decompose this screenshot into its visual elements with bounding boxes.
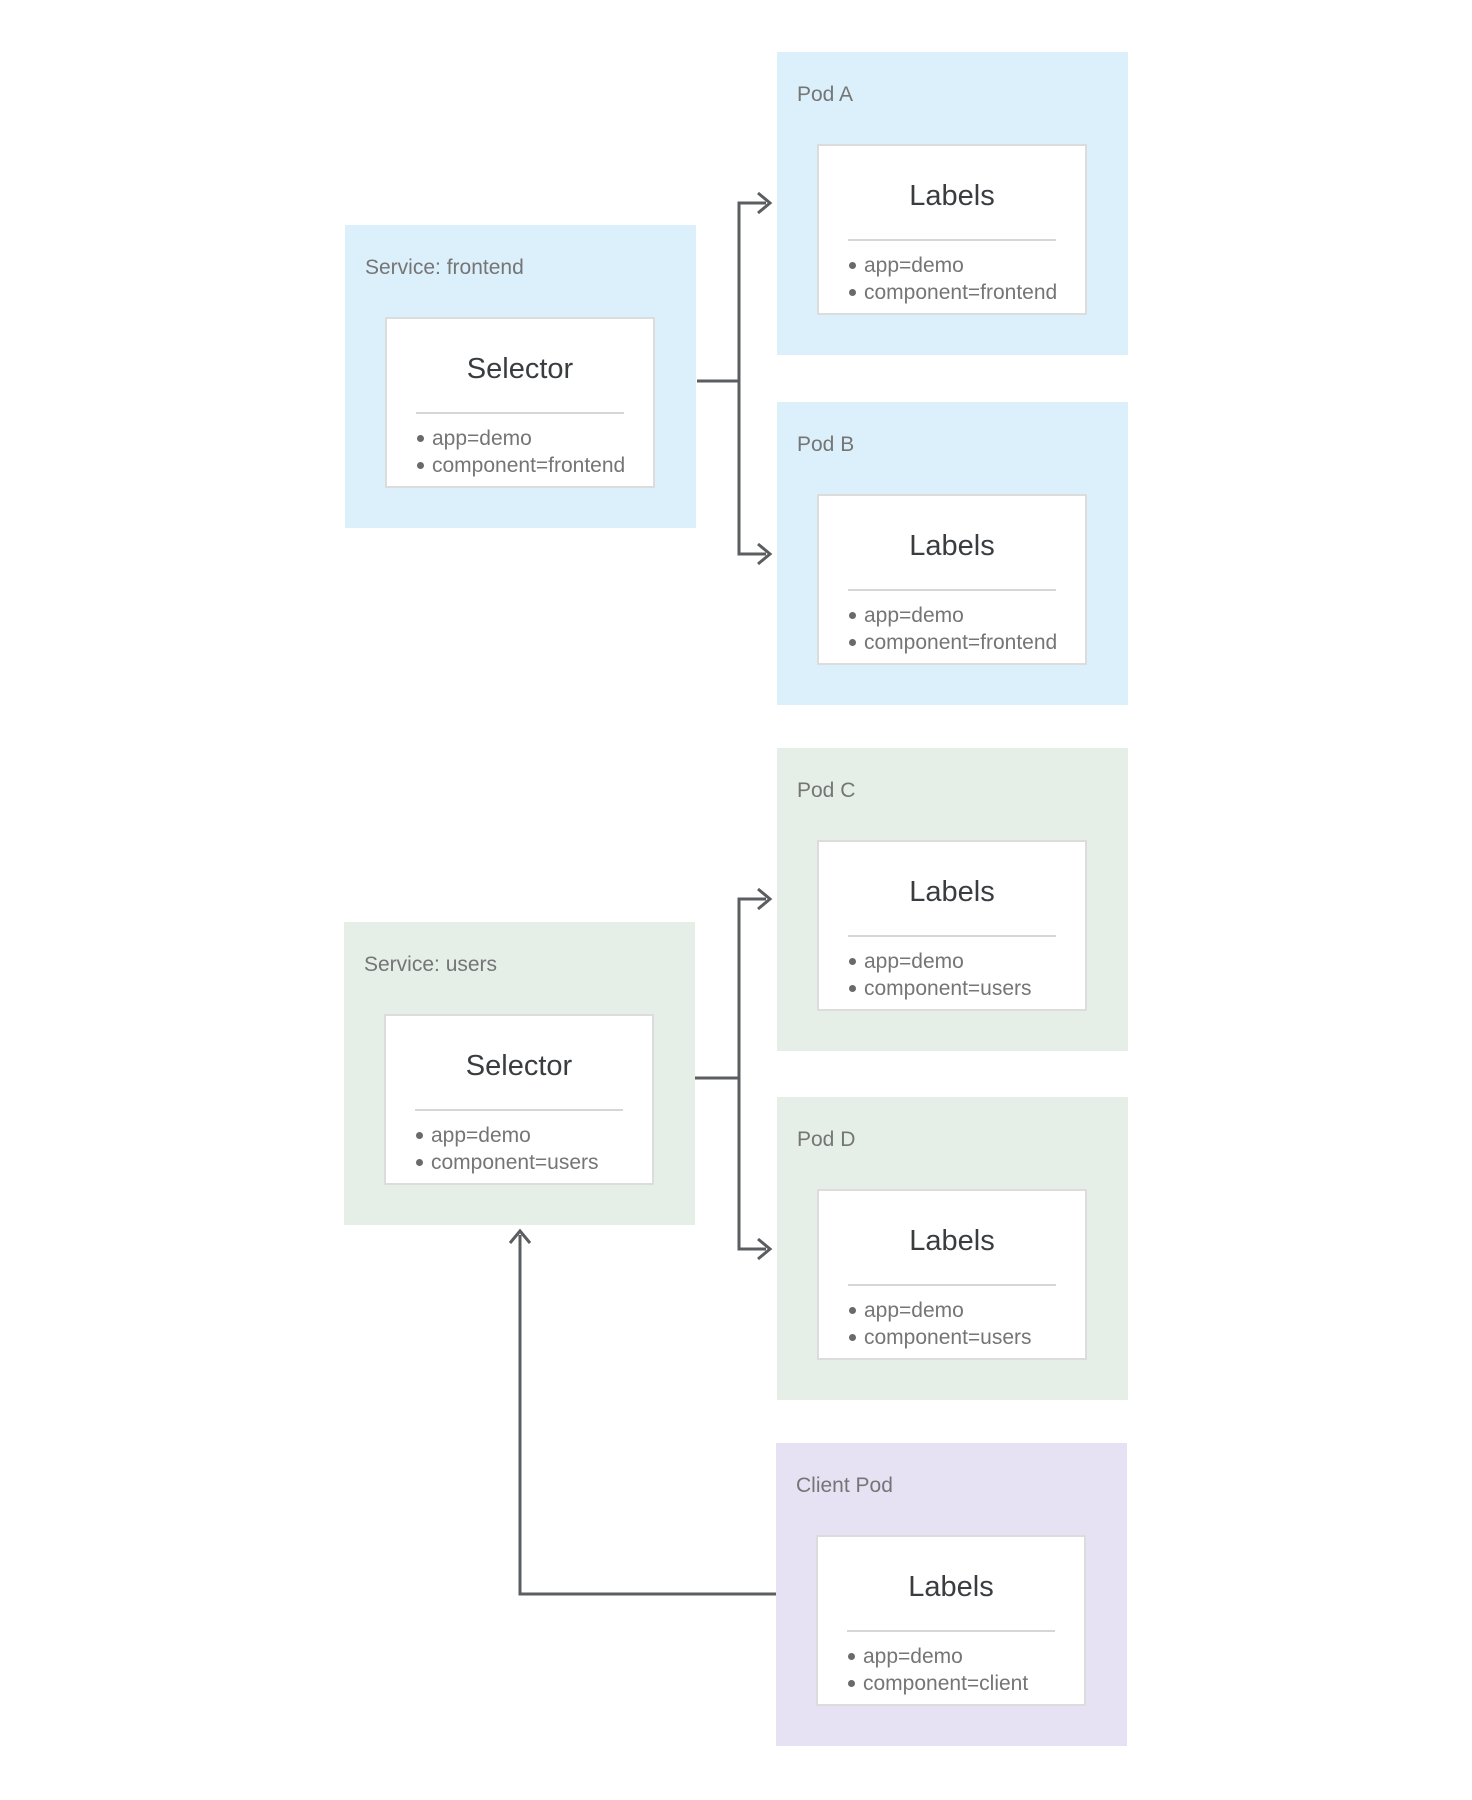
divider-line (415, 1109, 623, 1111)
pod-b-card: Pod B Labels app=demo component=frontend (777, 402, 1128, 705)
labels-box: Labels app=demo component=users (817, 840, 1087, 1011)
arrowhead-to-pod-d (757, 1237, 773, 1261)
labels-heading: Labels (909, 1225, 995, 1257)
divider-line (416, 412, 624, 414)
service-users-card: Service: users Selector app=demo compone… (344, 922, 695, 1225)
label-item: component=frontend (819, 279, 1085, 306)
labels-heading: Labels (908, 1571, 994, 1603)
divider-line (848, 1284, 1056, 1286)
arrowhead-to-pod-a (757, 191, 773, 215)
service-frontend-card: Service: frontend Selector app=demo comp… (345, 225, 696, 528)
label-item: component=frontend (819, 629, 1085, 656)
labels-box: Labels app=demo component=users (817, 1189, 1087, 1360)
frontend-branch-line (737, 201, 766, 556)
label-item: app=demo (819, 252, 1085, 279)
selector-list: app=demo component=users (386, 1122, 652, 1176)
card-title: Pod D (797, 1128, 856, 1151)
labels-list: app=demo component=frontend (819, 602, 1085, 656)
arrowhead-to-pod-c (757, 887, 773, 911)
selector-item: component=frontend (387, 452, 653, 479)
arrowhead-to-service-users (508, 1228, 532, 1244)
selector-item: app=demo (386, 1122, 652, 1149)
labels-heading: Labels (909, 876, 995, 908)
selector-item: app=demo (387, 425, 653, 452)
labels-list: app=demo component=users (819, 948, 1085, 1002)
users-branch-line (737, 897, 766, 1251)
arrowhead-to-pod-b (757, 542, 773, 566)
selector-heading: Selector (466, 353, 574, 385)
divider-line (848, 239, 1056, 241)
selector-box: Selector app=demo component=users (384, 1014, 654, 1185)
pod-c-card: Pod C Labels app=demo component=users (777, 748, 1128, 1051)
selector-heading: Selector (465, 1050, 573, 1082)
labels-heading: Labels (909, 180, 995, 212)
labels-box: Labels app=demo component=frontend (817, 494, 1087, 665)
divider-line (847, 1630, 1055, 1632)
client-to-users-line (518, 1235, 776, 1596)
labels-list: app=demo component=client (818, 1643, 1084, 1697)
label-item: app=demo (818, 1643, 1084, 1670)
labels-heading: Labels (909, 530, 995, 562)
label-item: app=demo (819, 948, 1085, 975)
divider-line (848, 589, 1056, 591)
card-title: Pod B (797, 433, 855, 456)
selector-box: Selector app=demo component=frontend (385, 317, 655, 488)
label-item: app=demo (819, 602, 1085, 629)
card-title: Service: frontend (365, 256, 524, 279)
labels-box: Labels app=demo component=client (816, 1535, 1086, 1706)
label-item: component=users (819, 1324, 1085, 1351)
card-title: Pod C (797, 779, 856, 802)
labels-box: Labels app=demo component=frontend (817, 144, 1087, 315)
selector-item: component=users (386, 1149, 652, 1176)
label-item: component=client (818, 1670, 1084, 1697)
divider-line (848, 935, 1056, 937)
card-title: Pod A (797, 83, 854, 106)
selector-list: app=demo component=frontend (387, 425, 653, 479)
labels-list: app=demo component=users (819, 1297, 1085, 1351)
card-title: Client Pod (796, 1474, 893, 1497)
labels-list: app=demo component=frontend (819, 252, 1085, 306)
label-item: app=demo (819, 1297, 1085, 1324)
client-pod-card: Client Pod Labels app=demo component=cli… (776, 1443, 1127, 1746)
pod-a-card: Pod A Labels app=demo component=frontend (777, 52, 1128, 355)
pod-d-card: Pod D Labels app=demo component=users (777, 1097, 1128, 1400)
card-title: Service: users (364, 953, 498, 976)
label-item: component=users (819, 975, 1085, 1002)
